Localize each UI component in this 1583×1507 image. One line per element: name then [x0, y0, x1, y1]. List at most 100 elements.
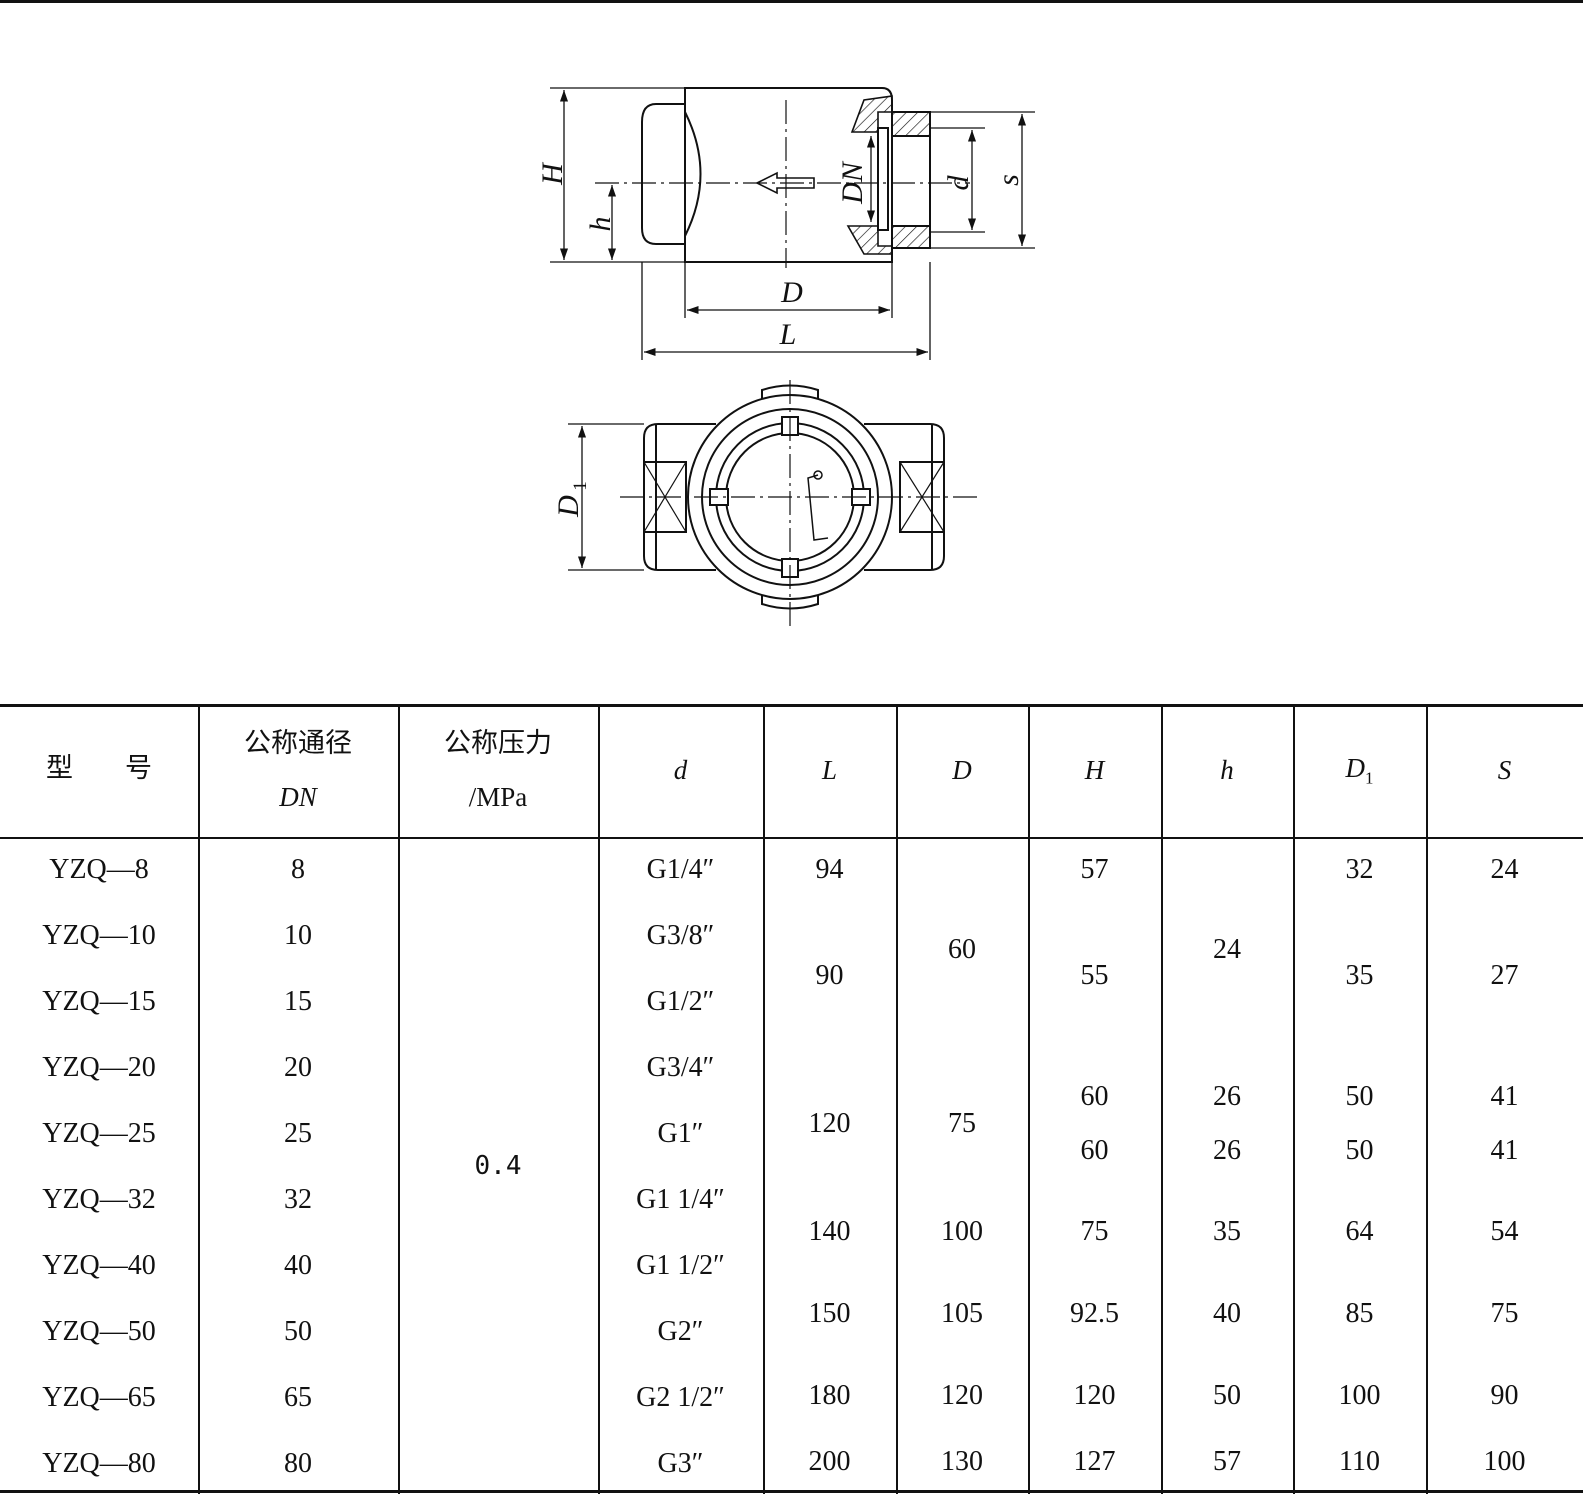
header-D1-main: D: [1345, 753, 1366, 783]
header-d: d: [673, 755, 688, 785]
dn-cell: 40: [284, 1250, 312, 1281]
col-divider: [1293, 704, 1295, 1494]
model-cell: YZQ—8: [49, 854, 149, 885]
sight-glass-technical-drawing: H h DN d s D L D 1: [536, 87, 1035, 630]
table-header-rule: [0, 837, 1583, 839]
table-bottom-rule: [0, 1490, 1583, 1493]
header-pressure: 公称压力 /MPa: [398, 716, 598, 824]
D1-cell: 32: [1345, 854, 1374, 885]
model-cell: YZQ—25: [42, 1118, 156, 1149]
thread-cell: G1/2″: [646, 986, 715, 1017]
L-cell: 150: [808, 1298, 851, 1329]
dn-cell: 20: [284, 1052, 312, 1083]
L-cell: 200: [808, 1446, 851, 1477]
thread-cell: G3/8″: [646, 920, 715, 951]
dn-cell: 25: [284, 1118, 312, 1149]
top-rule: [0, 0, 1583, 3]
H-cell: 57: [1080, 854, 1109, 885]
label-h: h: [584, 217, 617, 232]
dn-cell: 50: [284, 1316, 312, 1347]
dimension-lines: [550, 87, 1035, 360]
S-cell: 90: [1490, 1380, 1519, 1411]
header-h: h: [1220, 755, 1234, 785]
h-cell: 26: [1213, 1135, 1241, 1166]
label-DN: DN: [836, 160, 869, 205]
S-cell: 24: [1490, 854, 1519, 885]
header-model: 型号: [46, 753, 152, 783]
col-divider: [198, 704, 200, 1494]
specification-table: 型号 公称通径 DN 公称压力 /MPa d L D H h D1 S YZQ—…: [0, 704, 1583, 1494]
header-dn-line1: 公称通径: [244, 728, 352, 758]
label-D1-sub: 1: [570, 481, 591, 491]
header-pressure-line1: 公称压力: [444, 728, 552, 758]
model-cell: YZQ—15: [42, 986, 156, 1017]
thread-cell: G1 1/2″: [636, 1250, 725, 1281]
D-cell: 100: [941, 1216, 983, 1247]
label-s: s: [992, 174, 1025, 186]
S-cell: 27: [1490, 960, 1519, 991]
L-cell: 140: [808, 1216, 851, 1247]
S-cell: 41: [1490, 1081, 1519, 1112]
header-L: L: [821, 755, 838, 785]
D-cell: 75: [948, 1108, 976, 1139]
label-H: H: [536, 161, 569, 186]
h-cell: 26: [1213, 1081, 1241, 1112]
model-cell: YZQ—10: [42, 920, 156, 951]
model-cell: YZQ—65: [42, 1382, 156, 1413]
header-S: S: [1497, 755, 1512, 785]
thread-cell: G1″: [657, 1118, 704, 1149]
thread-cell: G2 1/2″: [636, 1382, 725, 1413]
h-cell: 35: [1213, 1216, 1241, 1247]
model-cell: YZQ—40: [42, 1250, 156, 1281]
header-D1: D1: [1293, 752, 1426, 794]
D1-cell: 35: [1345, 960, 1374, 991]
col-divider: [1028, 704, 1030, 1494]
thread-cell: G1 1/4″: [636, 1184, 725, 1215]
dn-cell: 10: [284, 920, 312, 951]
col-divider: [398, 704, 400, 1494]
D-cell: 60: [948, 934, 976, 965]
dn-cell: 8: [291, 854, 305, 885]
D1-cell: 64: [1345, 1216, 1374, 1247]
header-dn: 公称通径 DN: [198, 716, 398, 824]
H-cell: 127: [1073, 1446, 1116, 1477]
L-cell: 90: [815, 960, 844, 991]
top-view-dimension: [568, 423, 644, 571]
h-cell: 40: [1213, 1298, 1241, 1329]
L-cell: 180: [808, 1380, 851, 1411]
D1-cell: 50: [1345, 1081, 1374, 1112]
D-cell: 105: [941, 1298, 983, 1329]
model-cell: YZQ—50: [42, 1316, 156, 1347]
label-D1: D 1: [552, 481, 591, 518]
D1-cell: 85: [1345, 1298, 1374, 1329]
thread-cell: G3″: [657, 1448, 704, 1479]
H-cell: 60: [1080, 1081, 1109, 1112]
H-cell: 92.5: [1070, 1298, 1119, 1329]
col-divider: [598, 704, 600, 1494]
top-view: [620, 380, 980, 630]
S-cell: 41: [1490, 1135, 1519, 1166]
header-H: H: [1084, 755, 1105, 785]
h-cell: 57: [1213, 1446, 1241, 1477]
D1-cell: 100: [1338, 1380, 1381, 1411]
S-cell: 100: [1483, 1446, 1526, 1477]
header-D: D: [952, 755, 972, 785]
H-cell: 75: [1080, 1216, 1109, 1247]
h-cell: 50: [1213, 1380, 1241, 1411]
header-pressure-line2: /MPa: [468, 782, 528, 812]
D1-cell: 50: [1345, 1135, 1374, 1166]
col-divider: [896, 704, 898, 1494]
S-cell: 75: [1490, 1298, 1519, 1329]
label-D: D: [780, 276, 803, 309]
label-d: d: [942, 175, 975, 191]
dn-cell: 32: [284, 1184, 312, 1215]
model-cell: YZQ—20: [42, 1052, 156, 1083]
header-dn-line2: DN: [279, 782, 317, 812]
header-D1-sub: 1: [1365, 768, 1374, 788]
table-top-rule: [0, 704, 1583, 707]
L-cell: 94: [815, 854, 844, 885]
dn-cell: 15: [284, 986, 312, 1017]
label-L: L: [779, 318, 797, 351]
D-cell: 130: [941, 1446, 983, 1477]
dn-cell: 65: [284, 1382, 312, 1413]
